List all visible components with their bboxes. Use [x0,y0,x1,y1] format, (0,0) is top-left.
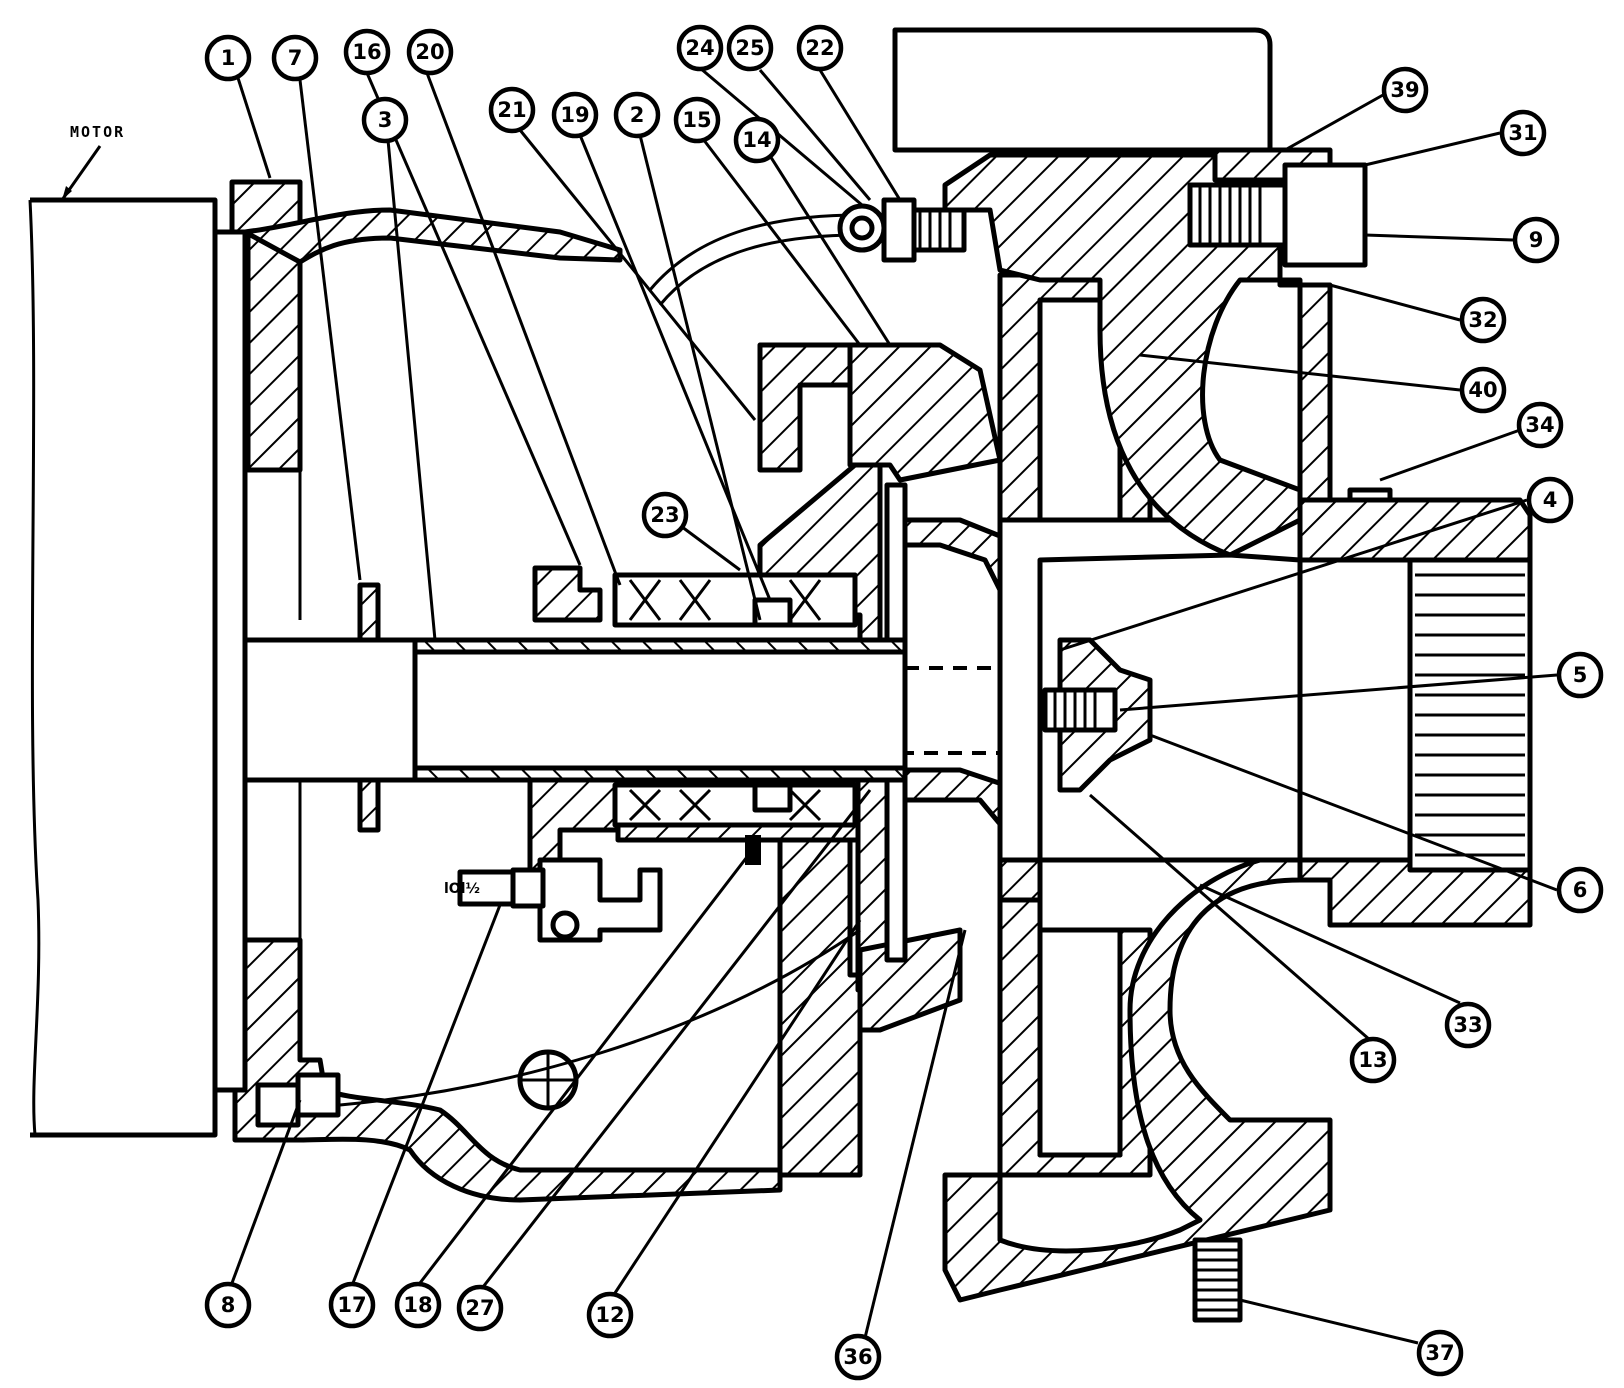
callout-23: 23 [641,491,689,539]
callout-22-label: 22 [805,36,834,60]
callout-13-label: 13 [1358,1048,1387,1072]
impeller-nut [1042,637,1153,793]
callout-24: 24 [676,24,724,72]
shaft [242,582,1037,833]
callout-33-label: 33 [1453,1013,1482,1037]
callout-2-label: 2 [630,103,645,127]
callout-19-label: 19 [560,103,589,127]
callout-4: 4 [1526,476,1574,524]
motor: MOTOR [28,123,218,1138]
callout-12-label: 12 [595,1303,624,1327]
bracket-frame [212,179,783,1203]
top-plate [892,27,1273,153]
callout-27-label: 27 [465,1296,494,1320]
callout-14-label: 14 [742,128,771,152]
callout-6: 6 [1556,866,1604,914]
callout-2: 2 [613,91,661,139]
callout-40-label: 40 [1468,378,1497,402]
callout-7: 7 [271,34,319,82]
callout-15: 15 [673,96,721,144]
callout-39-label: 39 [1390,78,1419,102]
callout-36-label: 36 [843,1345,872,1369]
callout-15-label: 15 [682,108,711,132]
callout-18: 18 [394,1281,442,1329]
callout-16: 16 [343,28,391,76]
callout-12: 12 [586,1291,634,1339]
callout-6-label: 6 [1573,878,1588,902]
callout-32: 32 [1459,296,1507,344]
grease-fitting [255,1072,341,1128]
motor-label: MOTOR [70,123,125,141]
drain-plug [1192,1237,1243,1323]
callout-21-label: 21 [497,98,526,122]
leader-lines [230,66,1558,1351]
callout-33: 33 [1444,1001,1492,1049]
callout-20-label: 20 [415,40,444,64]
callout-14: 14 [733,116,781,164]
callout-17: 17 [328,1281,376,1329]
callout-32-label: 32 [1468,308,1497,332]
callout-4-label: 4 [1543,488,1558,512]
callout-37: 37 [1416,1329,1464,1377]
callout-8-label: 8 [221,1293,236,1317]
callout-20: 20 [406,28,454,76]
callout-25: 25 [726,24,774,72]
callout-27: 27 [456,1284,504,1332]
callout-7-label: 7 [288,46,303,70]
callout-5: 5 [1556,651,1604,699]
callout-18-label: 18 [403,1293,432,1317]
callout-9-label: 9 [1529,228,1544,252]
callout-1: 1 [204,34,252,82]
callout-22: 22 [796,24,844,72]
packing-gland [532,565,858,865]
callout-9: 9 [1512,216,1560,264]
callout-24-label: 24 [685,36,714,60]
callout-25-label: 25 [735,36,764,60]
callout-40: 40 [1459,366,1507,414]
callout-3: 3 [361,96,409,144]
callout-1-label: 1 [221,46,236,70]
callout-31: 31 [1499,109,1547,157]
callout-16-label: 16 [352,40,381,64]
callout-3-label: 3 [378,108,393,132]
callout-17-label: 17 [337,1293,366,1317]
fitting-label: lOl½ [444,881,480,897]
callout-8: 8 [204,1281,252,1329]
callout-34-label: 34 [1525,413,1554,437]
callout-34: 34 [1516,401,1564,449]
callout-13: 13 [1349,1036,1397,1084]
callout-19: 19 [551,91,599,139]
callout-39: 39 [1381,66,1429,114]
callout-5-label: 5 [1573,663,1588,687]
callout-21: 21 [488,86,536,134]
callout-23-label: 23 [650,503,679,527]
callout-36: 36 [834,1333,882,1381]
callout-37-label: 37 [1425,1341,1454,1365]
callout-31-label: 31 [1508,121,1537,145]
